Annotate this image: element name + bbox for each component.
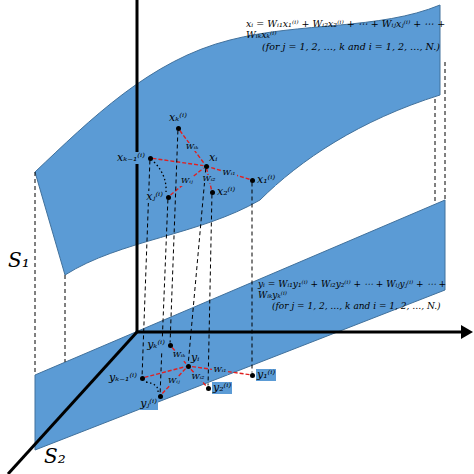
point-label: xⱼ⁽ⁱ⁾ bbox=[145, 191, 164, 203]
weight-link bbox=[162, 369, 185, 394]
point-label: x₁⁽ⁱ⁾ bbox=[256, 174, 276, 186]
weight-link bbox=[171, 168, 204, 195]
data-point: xₖ₋₁⁽ⁱ⁾ bbox=[148, 156, 153, 161]
projection-line bbox=[252, 183, 253, 373]
data-point: yₖ₋₁⁽ⁱ⁾ bbox=[140, 376, 145, 381]
data-point: yᵢ bbox=[186, 364, 191, 369]
data-point: yⱼ⁽ⁱ⁾ bbox=[158, 394, 163, 399]
data-point: xⱼ⁽ⁱ⁾ bbox=[166, 195, 171, 200]
data-point: x₂⁽ⁱ⁾ bbox=[210, 190, 215, 195]
data-point: y₁⁽ⁱ⁾ bbox=[250, 373, 255, 378]
surface-label: S₂ bbox=[44, 444, 66, 468]
weight-label: Wᵢₖ bbox=[185, 143, 200, 151]
data-point: xᵢ bbox=[204, 164, 209, 169]
weight-label: Wᵢₖ bbox=[172, 351, 187, 359]
weight-label: Wᵢ₁ bbox=[221, 169, 236, 177]
point-label: yⱼ⁽ⁱ⁾ bbox=[139, 398, 158, 410]
projection-guide bbox=[35, 172, 36, 375]
data-point: xₖ⁽ⁱ⁾ bbox=[176, 126, 181, 131]
point-label: xₖ₋₁⁽ⁱ⁾ bbox=[116, 152, 146, 164]
weight-label: Wᵢ₁ bbox=[212, 366, 227, 374]
x-axis bbox=[136, 331, 463, 334]
ellipsis-arc bbox=[146, 382, 158, 392]
equation-note: (for j = 1, 2, …, k and i = 1, 2, …, N.) bbox=[272, 301, 470, 312]
projection-guide bbox=[435, 99, 436, 204]
equation-note: (for j = 1, 2, …, k and i = 1, 2, …, N.) bbox=[262, 41, 470, 52]
weight-link bbox=[180, 131, 204, 164]
z-axis bbox=[136, 0, 139, 333]
ellipsis-arc bbox=[154, 162, 166, 192]
weight-link bbox=[190, 369, 205, 386]
projection-line bbox=[188, 169, 206, 364]
projection-guide bbox=[445, 62, 446, 200]
equation: xᵢ = Wᵢ₁x₁⁽ⁱ⁾ + Wᵢ₂x₂⁽ⁱ⁾ + ⋯ + Wᵢⱼxⱼ⁽ⁱ⁾ … bbox=[246, 18, 472, 41]
equation: yᵢ = Wᵢ₁y₁⁽ⁱ⁾ + Wᵢ₂y₂⁽ⁱ⁾ + ⋯ + Wᵢⱼyⱼ⁽ⁱ⁾ … bbox=[258, 279, 472, 301]
data-point: y₂⁽ⁱ⁾ bbox=[206, 386, 211, 391]
surface-label: S₁ bbox=[8, 248, 30, 272]
projection-line bbox=[170, 131, 178, 343]
point-label: yₖ⁽ⁱ⁾ bbox=[146, 339, 166, 351]
point-label: yₖ₋₁⁽ⁱ⁾ bbox=[108, 372, 138, 384]
surface-s2 bbox=[35, 200, 445, 450]
weight-link bbox=[172, 348, 186, 364]
data-point: yₖ⁽ⁱ⁾ bbox=[168, 343, 173, 348]
y-axis bbox=[8, 332, 137, 474]
point-label: y₂⁽ⁱ⁾ bbox=[212, 382, 232, 394]
projection-guide bbox=[65, 275, 66, 362]
point-label: yᵢ bbox=[190, 352, 200, 364]
weight-label: Wᵢ₂ bbox=[190, 373, 205, 381]
point-label: xₖ⁽ⁱ⁾ bbox=[168, 112, 188, 124]
point-label: x₂⁽ⁱ⁾ bbox=[216, 186, 236, 198]
projection-line bbox=[208, 195, 212, 386]
weight-label: Wᵢ₂ bbox=[201, 175, 216, 183]
data-point: x₁⁽ⁱ⁾ bbox=[250, 178, 255, 183]
projection-line bbox=[160, 200, 168, 394]
weight-link bbox=[153, 158, 204, 165]
weight-label: Wᵢⱼ bbox=[167, 377, 181, 385]
axis-arrowhead bbox=[461, 325, 473, 339]
weight-label: Wᵢⱼ bbox=[180, 177, 194, 185]
point-label: y₁⁽ⁱ⁾ bbox=[256, 369, 276, 381]
point-label: xᵢ bbox=[208, 152, 218, 164]
